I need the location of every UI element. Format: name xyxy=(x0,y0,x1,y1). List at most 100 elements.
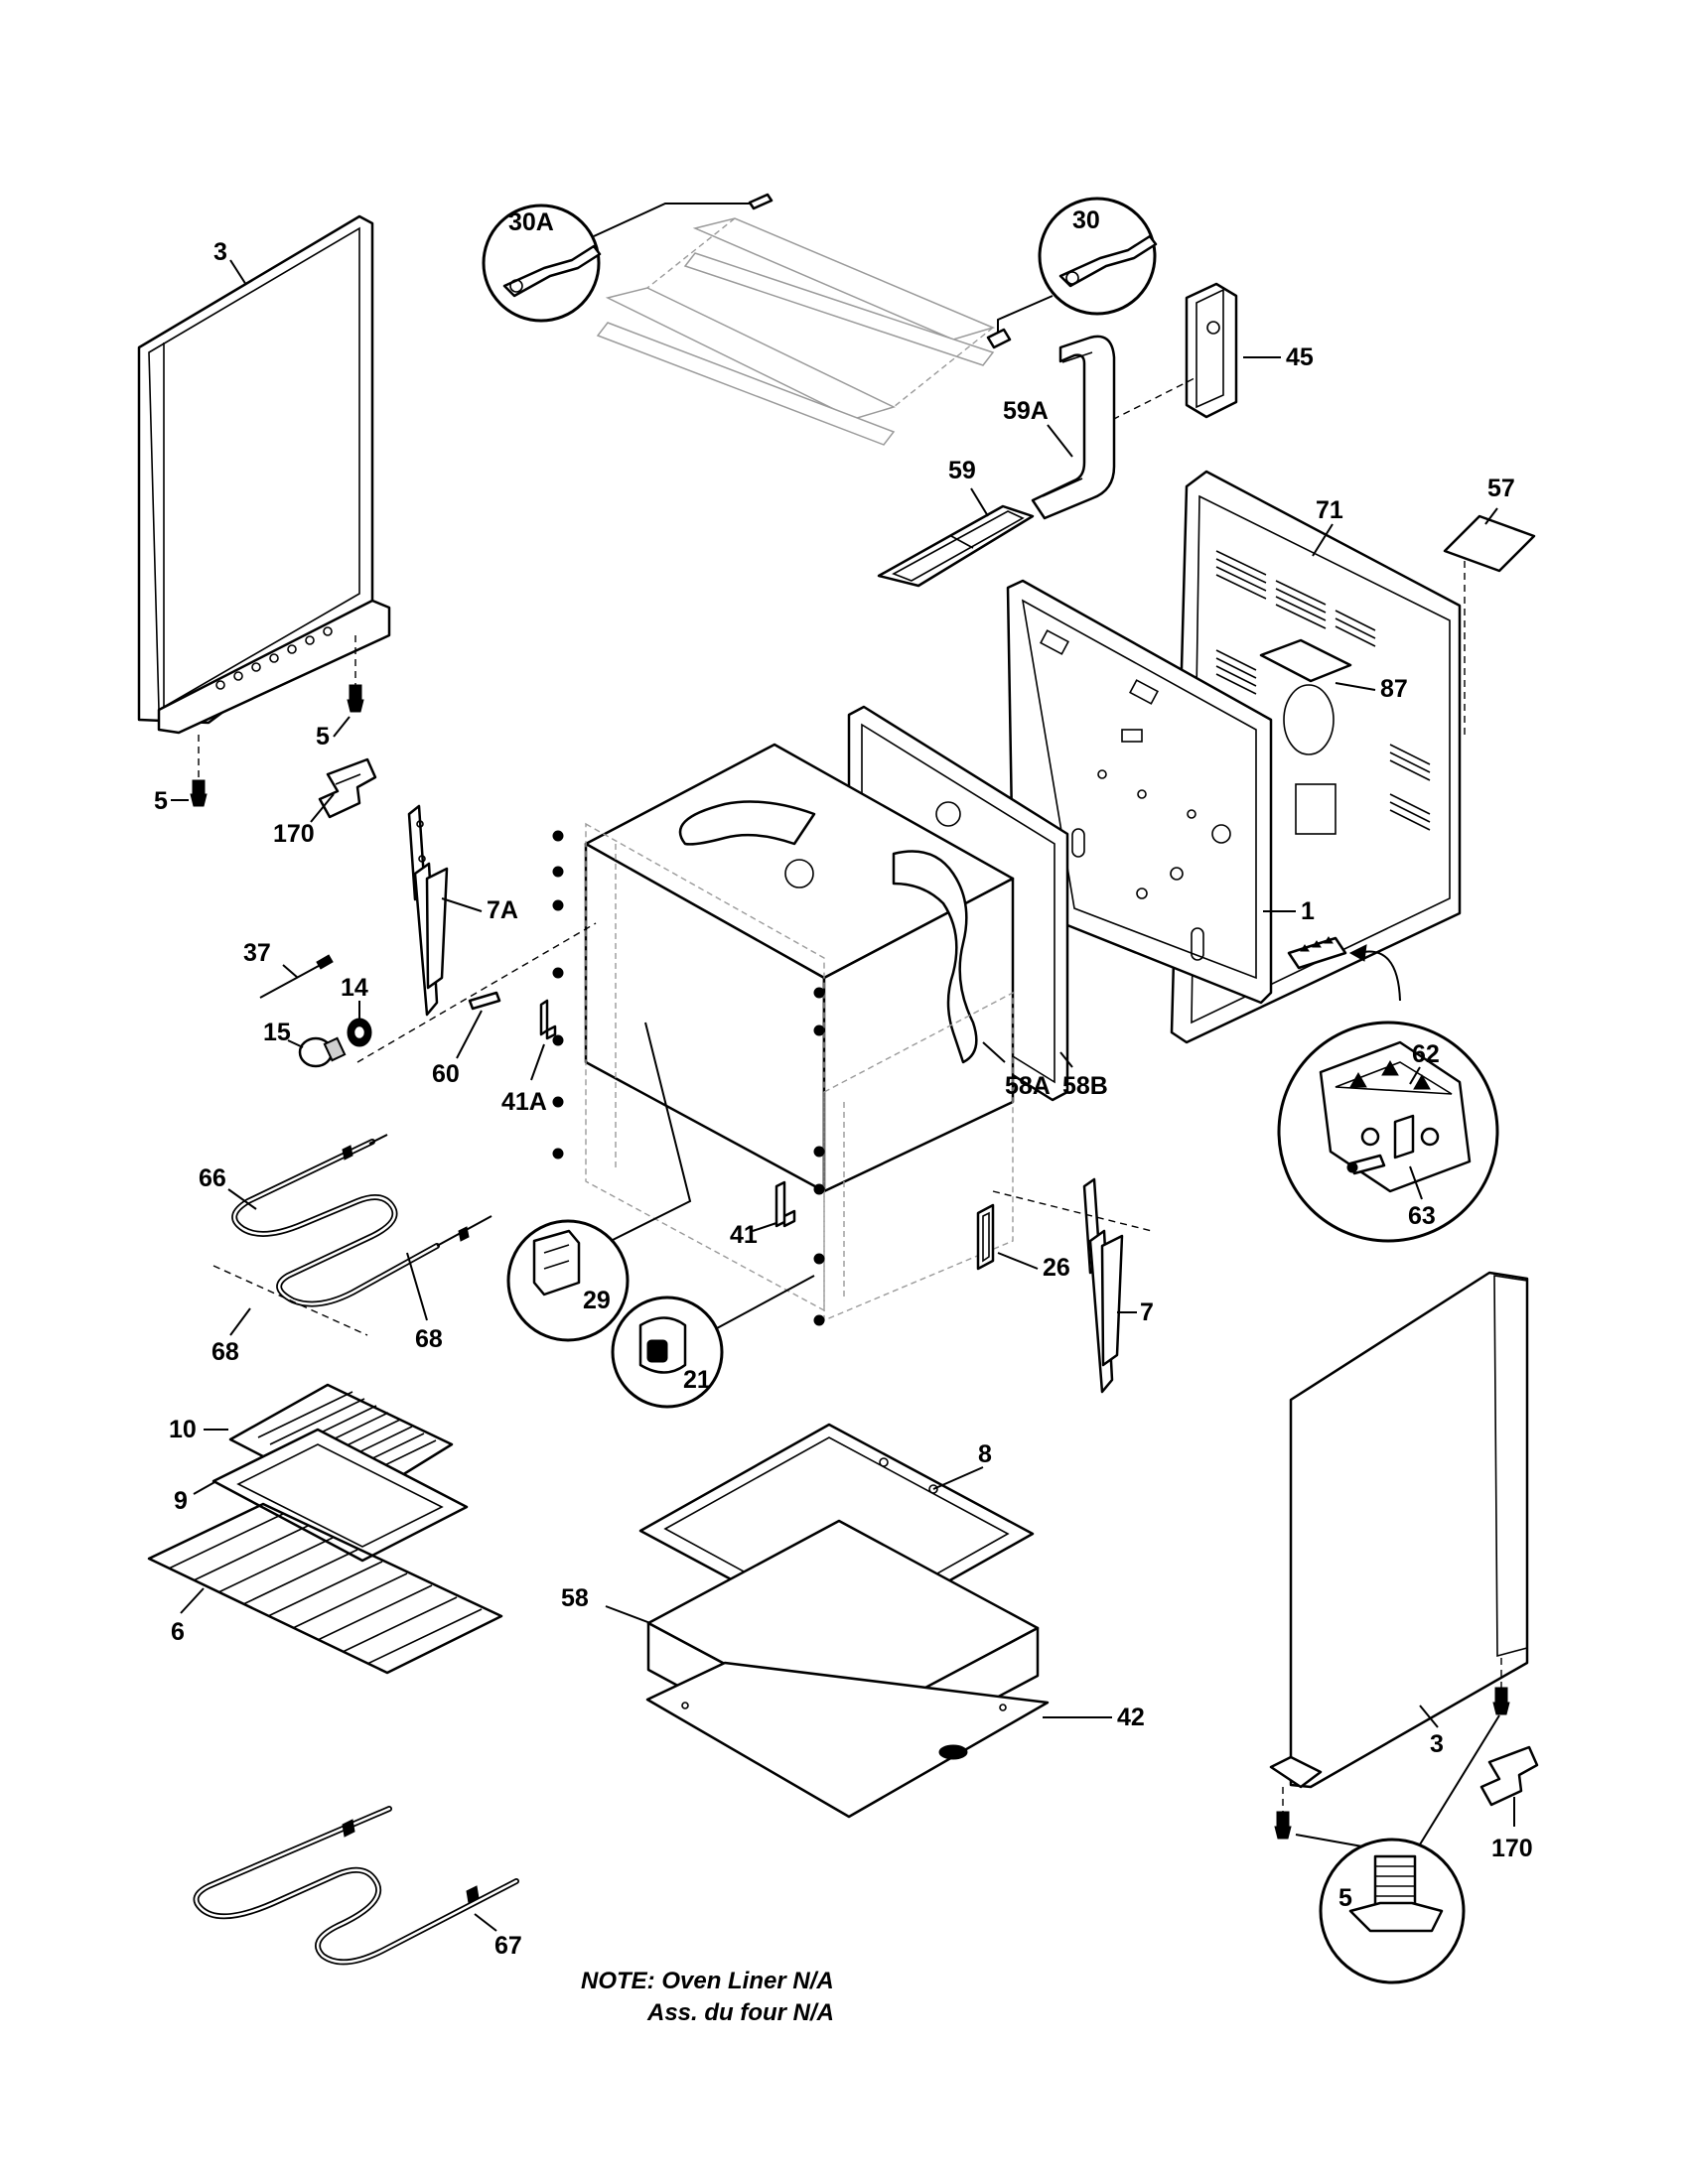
leader-58 xyxy=(605,1605,651,1624)
label-60: 60 xyxy=(432,1060,460,1088)
label-63: 63 xyxy=(1408,1202,1436,1230)
leader-66 xyxy=(227,1188,257,1210)
leader-37 xyxy=(282,964,299,979)
note-line-2: Ass. du four N/A xyxy=(646,1999,834,2026)
label-57: 57 xyxy=(1487,475,1515,502)
label-30: 30 xyxy=(1072,206,1100,234)
leader-58A xyxy=(982,1041,1006,1063)
bulb-15 xyxy=(298,1036,347,1068)
leader-57 xyxy=(1484,507,1498,525)
leader-3-left xyxy=(229,259,247,286)
callout-21 xyxy=(611,1275,815,1409)
leader-8 xyxy=(932,1466,984,1490)
right-side-panel xyxy=(1269,1271,1529,1789)
left-side-panel xyxy=(137,214,391,735)
label-58B: 58B xyxy=(1062,1072,1108,1100)
label-3-right: 3 xyxy=(1430,1730,1444,1758)
callout-30 xyxy=(986,197,1158,349)
label-9: 9 xyxy=(174,1487,188,1515)
terminal-box-45 xyxy=(1185,282,1238,419)
label-30A: 30A xyxy=(508,208,554,236)
leader-7A xyxy=(441,897,483,912)
callout-5 xyxy=(1295,1714,1500,1984)
anti-tip-bracket-left xyxy=(318,757,377,819)
cover-plate-57 xyxy=(1443,514,1536,573)
label-68-b: 68 xyxy=(415,1325,443,1353)
callout-62 xyxy=(1277,1021,1499,1243)
label-58: 58 xyxy=(561,1584,589,1612)
label-15: 15 xyxy=(263,1019,291,1046)
vent-duct-59 xyxy=(877,504,1035,588)
label-62: 62 xyxy=(1412,1040,1440,1068)
probe-37 xyxy=(259,954,334,999)
inner-back-panel-1 xyxy=(1006,579,1273,1005)
leader-62 xyxy=(1409,1066,1421,1085)
leader-59A xyxy=(1047,424,1073,458)
bracket-41A xyxy=(539,999,557,1040)
leader-87 xyxy=(1335,682,1376,691)
dash-7 xyxy=(992,1190,1153,1232)
screw-5-d xyxy=(1274,1787,1292,1840)
label-37: 37 xyxy=(243,939,271,967)
leader-67 xyxy=(474,1913,497,1932)
bake-element-67 xyxy=(193,1806,519,1966)
label-59A: 59A xyxy=(1003,397,1049,425)
vent-slots xyxy=(1215,550,1431,831)
leader-6 xyxy=(180,1587,205,1614)
leader-41 xyxy=(752,1222,777,1232)
anti-tip-bracket-right xyxy=(1479,1745,1539,1807)
oven-ghost-frame xyxy=(585,822,1014,1322)
leader-68-b xyxy=(406,1252,428,1321)
panel-features xyxy=(1040,629,1231,961)
label-87: 87 xyxy=(1380,675,1408,703)
label-41A: 41A xyxy=(501,1088,547,1116)
vent-duct-59A xyxy=(1031,335,1116,520)
label-170-left: 170 xyxy=(273,820,315,848)
label-5-a: 5 xyxy=(316,723,330,751)
label-8: 8 xyxy=(978,1440,992,1468)
mounting-screws xyxy=(552,830,825,1326)
label-21: 21 xyxy=(683,1366,711,1394)
bracket-41 xyxy=(774,1180,796,1228)
label-170-right: 170 xyxy=(1491,1835,1533,1862)
clip-60 xyxy=(468,991,501,1011)
label-3-left: 3 xyxy=(213,238,227,266)
label-5-callout: 5 xyxy=(1338,1884,1352,1912)
arrow-head-62 xyxy=(1348,944,1367,962)
label-71: 71 xyxy=(1316,496,1343,524)
oven-rack-6 xyxy=(147,1502,503,1675)
terminal-block-62-small xyxy=(1287,936,1347,970)
label-26: 26 xyxy=(1043,1254,1070,1282)
leader-5-a xyxy=(333,716,351,738)
label-66: 66 xyxy=(199,1164,226,1192)
callout-29 xyxy=(506,1022,692,1342)
broil-element-66 xyxy=(231,1134,492,1307)
leader-58B xyxy=(1059,1051,1073,1068)
label-7A: 7A xyxy=(487,896,518,924)
leader-15 xyxy=(287,1039,304,1048)
bracket-26 xyxy=(976,1203,995,1271)
callout-30A xyxy=(482,193,774,323)
label-67: 67 xyxy=(494,1932,522,1960)
leader-59 xyxy=(970,487,989,517)
screw-5-b xyxy=(190,735,208,807)
label-1: 1 xyxy=(1301,897,1315,925)
socket-14 xyxy=(347,1018,372,1047)
label-7: 7 xyxy=(1140,1298,1154,1326)
note-line-1: NOTE: Oven Liner N/A xyxy=(581,1968,834,1994)
screw-5-a xyxy=(347,635,364,713)
label-45: 45 xyxy=(1286,343,1314,371)
label-41: 41 xyxy=(730,1221,758,1249)
label-10: 10 xyxy=(169,1416,197,1443)
hinge-7 xyxy=(1082,1177,1124,1394)
dash-7A xyxy=(356,922,597,1063)
label-68-a: 68 xyxy=(211,1338,239,1366)
label-29: 29 xyxy=(583,1287,611,1314)
leader-26 xyxy=(997,1252,1039,1270)
dash-68 xyxy=(212,1265,368,1336)
label-59: 59 xyxy=(948,457,976,484)
screw-5-c xyxy=(1492,1658,1510,1715)
label-58A: 58A xyxy=(1005,1072,1051,1100)
label-6: 6 xyxy=(171,1618,185,1646)
